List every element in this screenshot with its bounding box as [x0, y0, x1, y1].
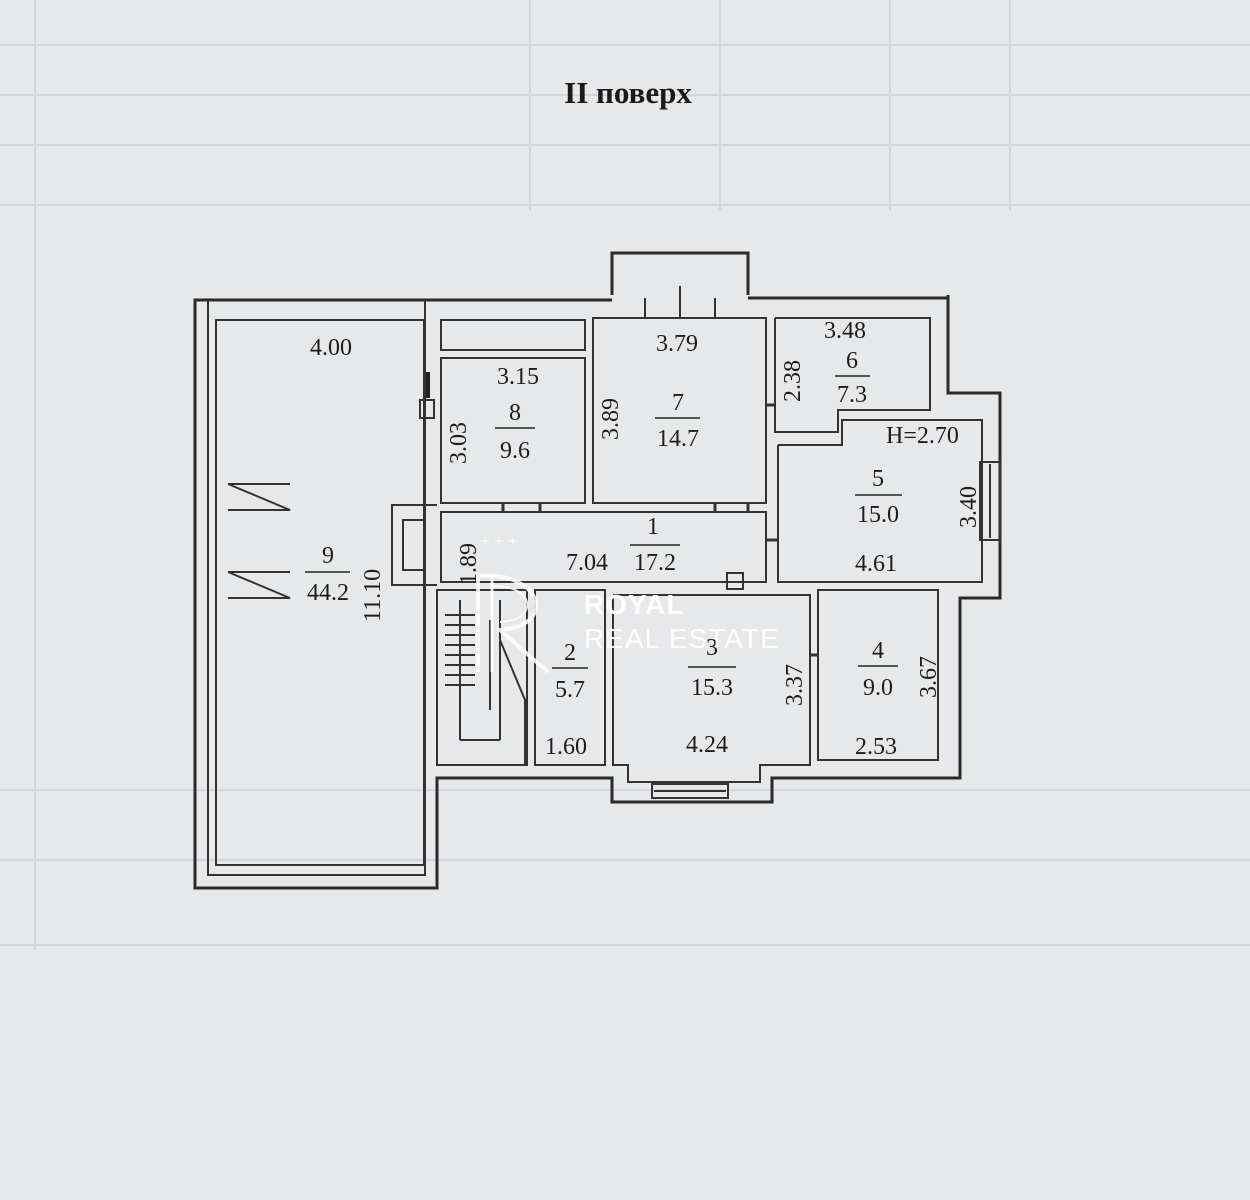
- staircase-icon: [445, 600, 526, 765]
- room-3-number: 3: [706, 635, 718, 661]
- dim-room6-width: 3.48: [824, 318, 866, 344]
- room-1-outline: [440, 511, 767, 583]
- vent-icon: [419, 399, 435, 419]
- door-frames: [227, 372, 818, 657]
- dim-room8-length: 3.03: [446, 422, 472, 464]
- room-labels: 9 44.2 8 9.6 7 14.7 6 7.3 5 15.0 1 17.2 …: [305, 348, 902, 703]
- room-6-area: 7.3: [837, 382, 867, 408]
- room-9-number: 9: [322, 543, 334, 569]
- watermark-line2: REAL ESTATE: [584, 623, 780, 654]
- room-4-outline: [817, 589, 939, 761]
- dimension-labels: 4.00 11.10 3.15 3.03 3.79 3.89 3.48 2.38…: [310, 318, 982, 760]
- room-3-outline: [612, 594, 811, 783]
- room-2-outline: [534, 589, 606, 766]
- room-outlines: [215, 286, 1001, 866]
- dim-room3-length: 3.37: [782, 664, 808, 706]
- dim-room7-length: 3.89: [598, 398, 624, 440]
- dim-room1-width: 7.04: [566, 550, 608, 576]
- room-4-area: 9.0: [863, 675, 893, 701]
- dim-room4-width: 2.53: [855, 734, 897, 760]
- dim-room9-width: 4.00: [310, 335, 352, 361]
- room-3-area: 15.3: [691, 675, 733, 701]
- dim-room6-length: 2.38: [780, 360, 806, 402]
- dim-room4-length: 3.67: [916, 656, 942, 698]
- watermark-line1: ROYAL: [584, 589, 684, 620]
- room-4-number: 4: [872, 638, 884, 664]
- room-8-number: 8: [509, 400, 521, 426]
- window-bottom: [651, 783, 729, 799]
- plan-title: II поверх: [564, 75, 692, 110]
- room-5-outline: [777, 419, 983, 583]
- closet-strip: [440, 319, 586, 351]
- dim-room2-width: 1.60: [545, 734, 587, 760]
- room-7-area: 14.7: [657, 426, 699, 452]
- dim-room7-width: 3.79: [656, 331, 698, 357]
- stair-outline: [436, 589, 528, 766]
- room-1-number: 1: [647, 514, 659, 540]
- dim-room3-width: 4.24: [686, 732, 728, 758]
- room-2-area: 5.7: [555, 677, 585, 703]
- royal-logo-icon: + + +: [476, 534, 550, 674]
- svg-text:+ + +: + + +: [480, 534, 518, 548]
- room-6-outline: [774, 317, 931, 433]
- room-2-number: 2: [564, 640, 576, 666]
- room-5-number: 5: [872, 466, 884, 492]
- dim-room5-length: 3.40: [956, 486, 982, 528]
- background-grid: [0, 0, 1250, 950]
- window-right: [979, 461, 1001, 541]
- room-8-area: 9.6: [500, 438, 530, 464]
- room-9-area: 44.2: [307, 580, 349, 606]
- dim-room9-length: 11.10: [360, 569, 386, 622]
- room-7-number: 7: [672, 390, 684, 416]
- room-6-number: 6: [846, 348, 858, 374]
- dim-room5-width: 4.61: [855, 551, 897, 577]
- room-8-outline: [440, 357, 586, 504]
- vent-icon-corridor: [726, 572, 744, 590]
- dim-room8-width: 3.15: [497, 364, 539, 390]
- room-1-area: 17.2: [634, 550, 676, 576]
- height-note: H=2.70: [886, 423, 959, 449]
- room-5-area: 15.0: [857, 502, 899, 528]
- royal-real-estate-watermark: + + + ROYAL REAL ESTATE: [476, 534, 780, 674]
- room-9-outline: [215, 319, 425, 866]
